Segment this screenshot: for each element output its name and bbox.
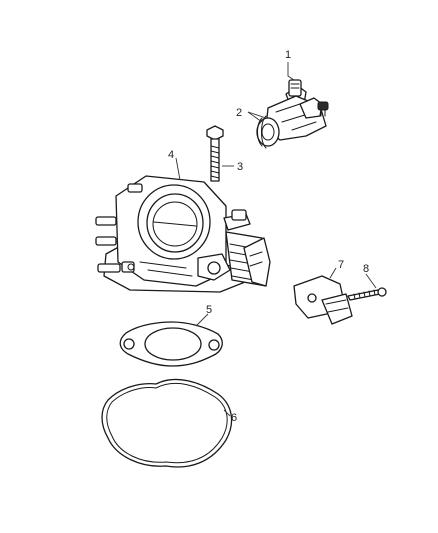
mounting-screw-small: [317, 101, 329, 117]
throttle-body: [95, 175, 271, 293]
seal-ring: [101, 378, 233, 468]
callout-8: 8: [363, 263, 369, 275]
callout-6: 6: [231, 412, 237, 424]
callout-5: 5: [206, 304, 212, 316]
leader-6: [223, 409, 231, 417]
callout-4: 4: [168, 149, 174, 161]
callout-1: 1: [285, 49, 291, 61]
leader-5: [195, 313, 209, 327]
callout-3: 3: [237, 161, 243, 173]
leader-8: [365, 273, 377, 289]
gasket: [119, 321, 223, 367]
leader-4: [175, 157, 181, 181]
throttle-position-sensor: [293, 275, 353, 325]
leader-2b: [247, 111, 267, 119]
callout-7: 7: [338, 259, 344, 271]
leader-7: [329, 267, 337, 279]
leader-1: [287, 62, 295, 81]
callout-2: 2: [236, 107, 242, 119]
callout-numbers: 1 2 3 4 5 6 7 8: [168, 49, 369, 424]
bolt: [206, 125, 224, 182]
leader-lines: [175, 62, 377, 417]
leader-2: [247, 111, 263, 123]
idle-air-control-motor: [256, 79, 327, 149]
screw: [347, 287, 387, 301]
